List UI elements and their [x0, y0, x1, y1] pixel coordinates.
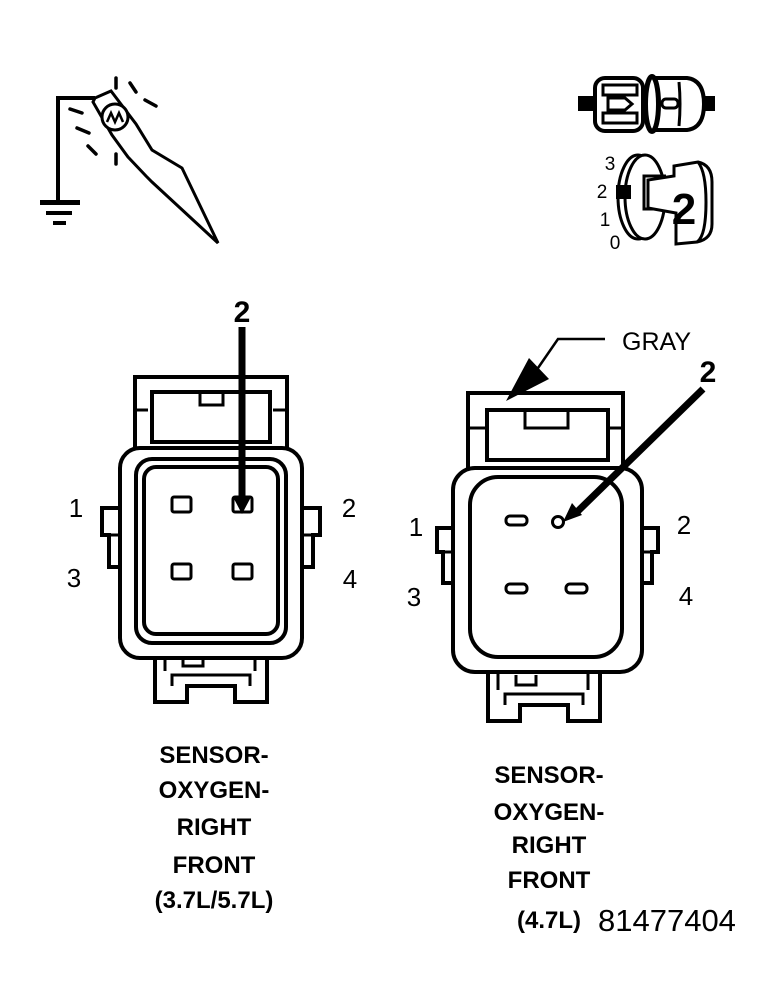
right-latch-inner — [485, 408, 610, 462]
right-connector-body — [451, 466, 644, 674]
caption-line: SENSOR- — [159, 742, 268, 769]
left-pin-label-1: 1 — [69, 493, 83, 523]
gauge-scale-3: 3 — [605, 154, 616, 175]
left-terminal-body — [593, 76, 645, 133]
figure-part-number: 81477404 — [598, 903, 736, 938]
left-latch-housing — [133, 375, 289, 452]
gauge-marker — [616, 185, 631, 199]
right-pin-1-cavity — [504, 514, 529, 527]
left-latch-notch — [198, 392, 225, 407]
left-connector: 2 1 2 3 4 SENSOR- OXYGEN- RIGHT FRONT (3… — [67, 296, 357, 914]
gauge-scale-2: 2 — [597, 182, 608, 203]
gauge-size-number: 2 — [672, 185, 696, 234]
left-pin-4-cavity — [231, 562, 254, 581]
lamp-filament — [105, 109, 125, 126]
left-connector-pins — [170, 495, 254, 581]
left-pin-3-cavity — [170, 562, 193, 581]
gauge-block-edge — [696, 161, 708, 244]
right-latch-notch — [523, 410, 570, 430]
terminal-slot — [660, 97, 680, 110]
caption-line: RIGHT — [177, 814, 252, 841]
right-pin-3-cavity — [504, 582, 529, 595]
ground-symbol-icon — [40, 200, 80, 225]
caption-line: OXYGEN- — [494, 799, 605, 826]
gauge-scale-1: 1 — [600, 210, 611, 231]
right-pin-label-3: 3 — [407, 582, 421, 612]
right-terminal-callout: 2 — [700, 356, 717, 389]
left-connector-body — [118, 446, 304, 660]
test-light-icon — [40, 76, 220, 245]
right-pin-4-cavity — [564, 582, 589, 595]
left-latch-inner — [150, 390, 272, 444]
left-connector-feet — [153, 653, 269, 704]
caption-line: (3.7L/5.7L) — [155, 887, 274, 914]
left-terminal-callout: 2 — [234, 296, 251, 329]
terminal-fork — [601, 83, 639, 125]
caption-line: RIGHT — [512, 832, 587, 859]
right-pin-label-1: 1 — [409, 512, 423, 542]
left-connector-caption: SENSOR- OXYGEN- RIGHT FRONT (3.7L/5.7L) — [155, 742, 274, 914]
right-pin-label-2: 2 — [677, 510, 691, 540]
caption-line: FRONT — [508, 867, 591, 894]
left-connector-seal-outer — [134, 457, 288, 645]
gauge-block — [646, 160, 714, 246]
test-light-wire — [56, 96, 95, 202]
right-pin-2-cavity — [551, 515, 565, 529]
probe-lamp — [100, 102, 130, 132]
glow-rays — [68, 76, 158, 166]
left-connector-tabs — [100, 506, 322, 569]
right-pin2-callout-arrow — [563, 386, 706, 522]
terminal-gauge-icon: 3 2 1 0 2 — [597, 153, 714, 254]
right-connector-feet — [486, 672, 602, 723]
right-pin-label-4: 4 — [679, 581, 693, 611]
right-connector-tabs — [435, 526, 660, 585]
right-connector: GRAY 2 1 2 3 4 SENSOR- OXYGEN- RIGHT FRO… — [407, 328, 717, 934]
terminal-ring — [643, 74, 661, 134]
right-connector-seal — [468, 475, 624, 659]
right-terminal-seam — [677, 81, 682, 127]
left-pin-1-cavity — [170, 495, 193, 514]
left-pin-label-3: 3 — [67, 563, 81, 593]
caption-line: FRONT — [173, 852, 256, 879]
right-connector-pins — [504, 514, 589, 595]
gray-color-leader-arrow — [506, 337, 605, 401]
left-pin2-callout-arrow — [233, 327, 251, 514]
caption-line: OXYGEN- — [159, 777, 270, 804]
caption-line: (4.7L) — [517, 907, 581, 934]
left-connector-seal-inner — [142, 465, 280, 636]
right-wire-stub — [702, 96, 715, 111]
housing-color-label: GRAY — [622, 328, 691, 356]
terminal-pair-icon — [578, 74, 715, 134]
left-pin-label-4: 4 — [343, 564, 357, 594]
left-wire-stub — [578, 96, 596, 111]
left-pin-label-2: 2 — [342, 493, 356, 523]
gauge-scale-0: 0 — [610, 233, 621, 254]
right-connector-caption: SENSOR- OXYGEN- RIGHT FRONT (4.7L) — [494, 762, 605, 934]
caption-line: SENSOR- — [494, 762, 603, 789]
